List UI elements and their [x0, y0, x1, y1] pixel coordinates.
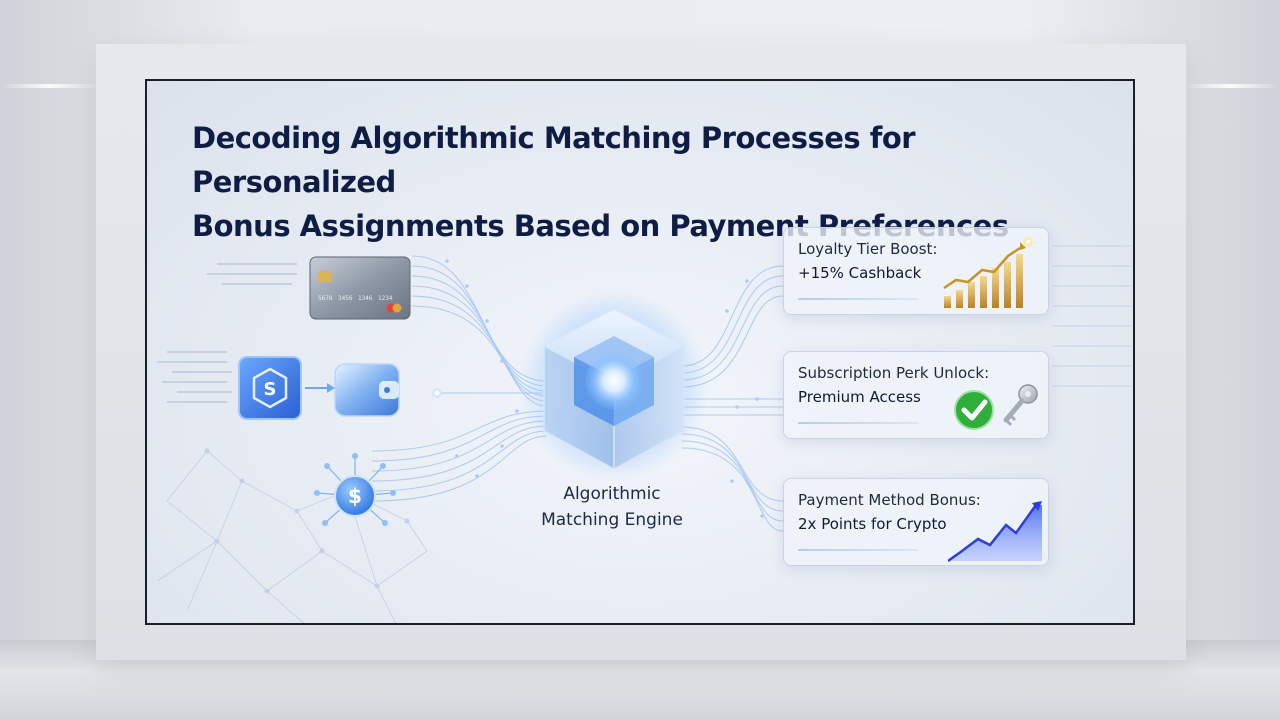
input-stream-dots	[445, 259, 519, 478]
card-number-group-3: 1346	[358, 295, 373, 302]
bonus-card-value: +15% Cashback	[798, 264, 922, 282]
bonus-card-underline	[798, 422, 918, 424]
credit-card-icon: 5678 3456 1346 1234	[309, 256, 411, 320]
checkmark-icon	[954, 390, 994, 430]
engine-label-line-1: Algorithmic	[563, 484, 661, 504]
crypto-token-icon: S	[238, 356, 302, 420]
bonus-card-subscription: Subscription Perk Unlock: Premium Access	[783, 351, 1049, 439]
bonus-card-underline	[798, 549, 918, 551]
card-number-group-4: 1234	[378, 295, 393, 302]
display-screen: 5678 3456 1346 1234 S	[145, 79, 1135, 625]
arrow-icon	[305, 383, 335, 393]
network-nodes	[204, 448, 410, 594]
bonus-card-value: 2x Points for Crypto	[798, 515, 947, 533]
bonus-card-loyalty: Loyalty Tier Boost: +15% Cashback	[783, 227, 1049, 315]
rising-line-chart-icon	[948, 501, 1042, 563]
network-mesh	[156, 450, 428, 623]
right-grid-lines	[1052, 245, 1132, 387]
bonus-card-value: Premium Access	[798, 388, 921, 406]
glow-dot-icon	[432, 388, 442, 398]
bonus-card-heading: Loyalty Tier Boost:	[798, 240, 938, 258]
token-symbol: S	[264, 379, 277, 400]
wall-light-right	[1180, 84, 1280, 88]
output-streams	[681, 265, 784, 532]
data-dots	[157, 263, 297, 403]
dollar-symbol: $	[348, 484, 362, 508]
bonus-card-underline	[798, 298, 918, 300]
matching-engine-cube-icon	[519, 291, 709, 481]
checkmark-and-key-icon	[954, 384, 1038, 430]
rising-bars-chart-icon	[943, 237, 1033, 308]
engine-label-line-2: Matching Engine	[541, 510, 683, 530]
card-number-group-1: 5678	[318, 295, 333, 302]
engine-label: Algorithmic Matching Engine	[507, 481, 717, 533]
dollar-coin-face	[334, 475, 376, 517]
output-stream-dots	[725, 279, 764, 518]
card-number-group-2: 3456	[338, 295, 353, 302]
diagram-artwork: 5678 3456 1346 1234 S	[156, 245, 1132, 623]
key-icon	[1003, 384, 1038, 427]
wall-light-left	[0, 84, 100, 88]
bonus-card-heading: Subscription Perk Unlock:	[798, 364, 990, 382]
bonus-card-payment-method: Payment Method Bonus: 2x Points for Cryp…	[783, 478, 1049, 566]
wallet-icon	[334, 363, 400, 417]
slide-title-line-1: Decoding Algorithmic Matching Processes …	[192, 121, 916, 199]
coin-nodes	[314, 453, 396, 526]
bonus-card-heading: Payment Method Bonus:	[798, 491, 981, 509]
